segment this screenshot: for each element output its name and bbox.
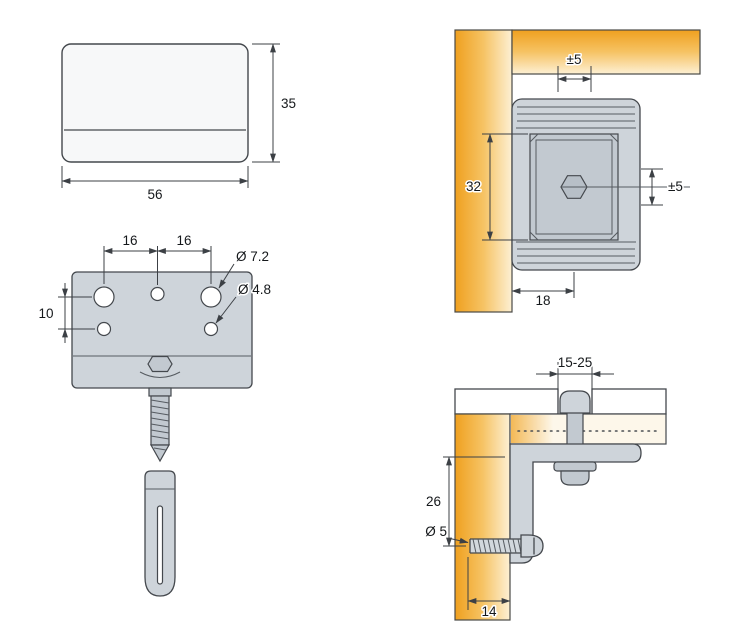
side-panel [454,29,513,313]
leader-screw-dia: Ø 5 [424,523,469,544]
dim-label-top-adjust: ±5 [567,52,582,67]
cover-cap-body [61,43,249,163]
screw-threads [472,538,522,554]
dim-label-screw-dia: Ø 5 [425,524,447,539]
screw-head [520,534,544,558]
dim-bracket-height: 26 [424,456,505,547]
mounted-view: ±5 32 ±5 18 [454,29,701,313]
dim-side-adjust: ±5 [641,168,684,206]
panel-corner-glow [511,415,553,443]
wood-screw [149,395,171,463]
hanger-bracket [511,98,690,271]
dim-label-screw-depth: 14 [481,604,497,619]
dim-label-cap-height: 35 [281,96,296,111]
dim-label-side-adjust: ±5 [668,179,683,194]
hole-small-top [150,286,165,302]
side-panel-section [454,413,511,621]
leader-line [215,296,237,324]
dim-cap-width: 56 [61,166,249,204]
dim-label-cap-width: 56 [147,187,162,202]
ceiling-hatch-left [454,388,559,415]
wall-plug-slot [156,505,164,585]
wall-plug [144,470,176,597]
extension-lines [61,166,249,188]
screw-tip [149,444,171,463]
dim-label-bracket-height: 26 [426,494,441,509]
bracket-tab [148,387,172,397]
dim-panel-thickness: 15-25 [536,354,614,414]
section-view: 15-25 26 Ø 5 14 [424,354,667,621]
cover-cap-view: 35 56 [61,43,298,204]
dim-label-hole-spacing: 32 [466,179,481,194]
hole-small-left [96,321,112,337]
bolt-head [559,390,591,414]
dim-top-adjust: ±5 [557,51,592,92]
hole-large-right [200,286,222,308]
corner-chamfer-ticks [529,133,619,241]
dim-label-spacing-left: 16 [122,233,137,248]
extension-lines [252,43,280,163]
hole-small-right [203,321,219,337]
top-panel [511,29,701,75]
dim-hole-spacing: 16 16 [103,232,212,285]
hole-large-left [93,286,115,308]
bracket-top-ribs [516,106,636,129]
screw-threads [150,399,170,440]
ceiling-hatch-right [591,388,667,415]
nut-front [147,355,173,373]
dim-label-large-hole: Ø 7.2 [236,249,269,264]
nut-section [560,470,590,486]
dim-screw-depth: 14 [467,557,511,621]
fixing-screw [469,534,544,558]
leader-line [218,263,235,289]
screw-tip-thread [153,447,167,451]
leader-line [449,537,469,544]
dim-label-panel-thickness: 15-25 [558,355,593,370]
extension-lines [557,362,593,414]
dim-label-row-offset: 10 [38,306,53,321]
dim-row-offset: 10 [37,283,95,343]
bracket-bottom-ribs [516,241,636,264]
leader-small-hole: Ø 4.8 [215,281,273,324]
dim-depth-mounted: 18 [511,272,575,310]
notch-curve [139,371,181,378]
dim-cap-height: 35 [252,43,298,163]
dim-label-spacing-right: 16 [176,233,191,248]
dim-label-small-hole: Ø 4.8 [238,282,271,297]
leader-large-hole: Ø 7.2 [218,248,271,289]
dim-hole-spacing-mounted: 32 [464,133,528,241]
washer [553,461,597,472]
bracket-front-view: 16 16 10 Ø 7.2 Ø 4.8 [37,232,273,597]
dim-label-depth: 18 [535,293,550,308]
